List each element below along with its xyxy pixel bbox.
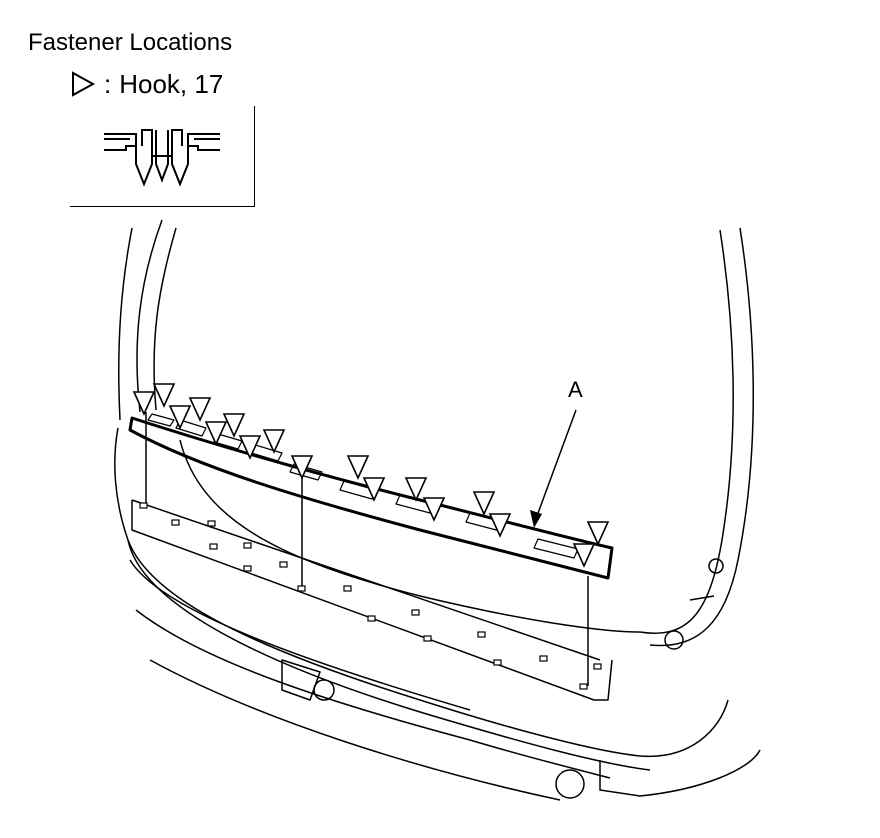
hook-marker bbox=[188, 397, 212, 422]
hook-detail-inset bbox=[70, 106, 255, 207]
legend-hook: : Hook, 17 bbox=[70, 68, 223, 100]
hook-marker bbox=[422, 497, 446, 522]
hook-marker bbox=[132, 391, 156, 416]
hook-marker bbox=[586, 521, 610, 546]
callout-leader bbox=[533, 409, 577, 525]
hook-marker bbox=[262, 429, 286, 454]
legend-separator: : bbox=[104, 69, 112, 99]
callout-label-a: A bbox=[568, 377, 583, 402]
tow-hitch bbox=[281, 659, 321, 701]
hook-marker bbox=[488, 513, 512, 538]
page-title: Fastener Locations bbox=[28, 29, 233, 56]
hook-marker bbox=[222, 413, 246, 438]
garnish-a bbox=[128, 416, 614, 580]
triangle-hook-icon bbox=[72, 71, 96, 97]
tailgate-opening-left bbox=[117, 227, 133, 421]
hook-marker bbox=[346, 455, 370, 480]
rear-bumper bbox=[114, 427, 729, 758]
tailgate-opening-right bbox=[639, 229, 734, 634]
hook-clip-icon bbox=[104, 129, 220, 187]
hook-marker bbox=[472, 491, 496, 516]
legend-label: Hook, 17 bbox=[119, 69, 224, 99]
hook-marker bbox=[152, 383, 176, 408]
hook-marker bbox=[168, 405, 192, 430]
hook-markers bbox=[132, 383, 610, 568]
hook-marker bbox=[404, 477, 428, 502]
hook-marker bbox=[204, 421, 228, 446]
hook-marker bbox=[362, 477, 386, 502]
hook-marker bbox=[572, 543, 596, 568]
hook-marker bbox=[290, 455, 314, 480]
hook-marker bbox=[238, 435, 262, 460]
